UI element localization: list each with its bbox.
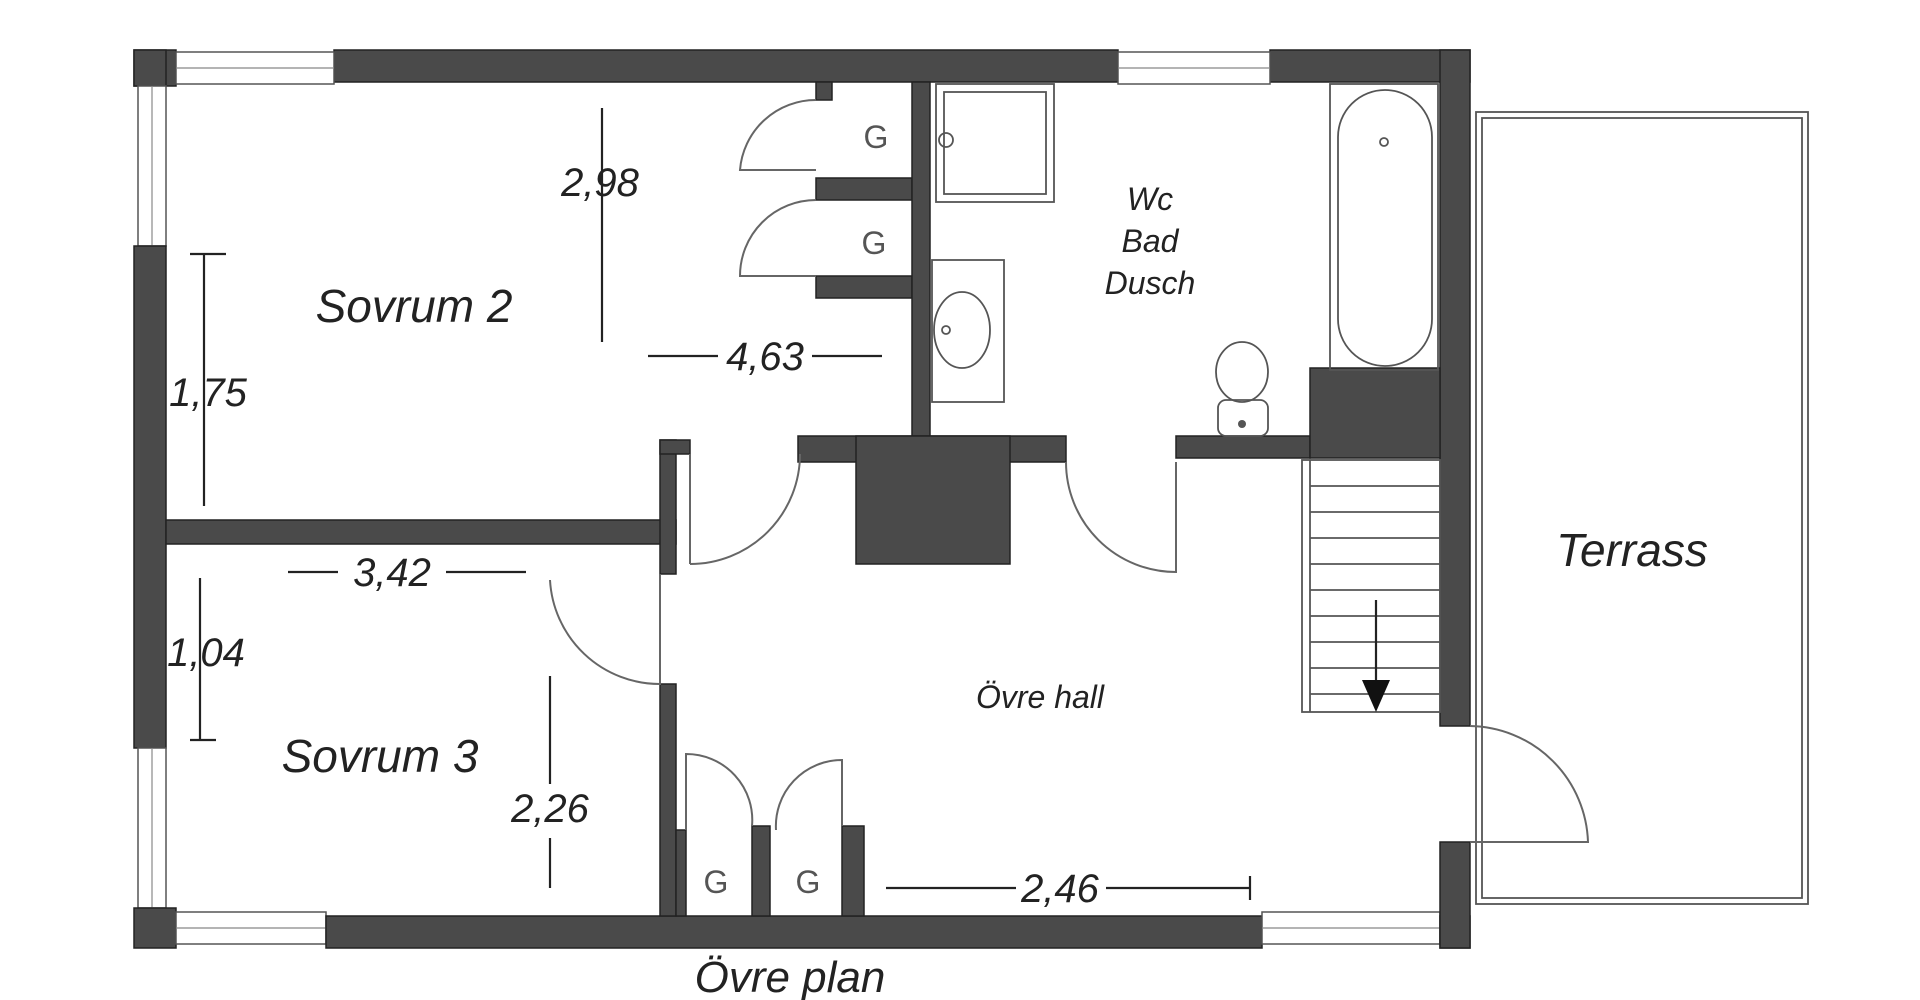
room-label-wc: Wc: [1127, 181, 1173, 217]
dimension-label-2-26: 2,26: [510, 787, 590, 831]
doors: [549, 98, 1590, 843]
dimension-label-4-63: 4,63: [726, 335, 804, 379]
dimension-label-3-42: 3,42: [353, 551, 431, 595]
dimension-label-1-75: 1,75: [169, 371, 248, 415]
dimension-label-2-46: 2,46: [1020, 867, 1100, 911]
room-label-sovrum-2: Sovrum 2: [316, 280, 513, 332]
sink: [931, 259, 1005, 403]
room-label-sovrum-3: Sovrum 3: [282, 730, 479, 782]
staircase: [1301, 459, 1441, 713]
stair-direction-arrow: [1362, 680, 1390, 712]
room-label-ovre-hall: Övre hall: [976, 679, 1105, 715]
exterior-walls: [133, 49, 1471, 949]
dimension-lines: [190, 108, 1252, 900]
shower: [935, 83, 1055, 203]
dimension-label-1-04: 1,04: [167, 631, 245, 675]
room-label-dusch: Dusch: [1105, 265, 1196, 301]
closet-label-3: G: [704, 864, 729, 900]
toilet: [1215, 341, 1269, 437]
room-label-bad: Bad: [1122, 223, 1180, 259]
dimension-label-2-98: 2,98: [560, 161, 640, 205]
interior-walls: [165, 81, 1441, 917]
plan-title: Övre plan: [695, 953, 886, 1000]
bathtub: [1329, 83, 1439, 371]
closet-label-2: G: [862, 225, 887, 261]
bathroom-fixtures: [931, 83, 1439, 437]
room-label-terrass: Terrass: [1556, 524, 1708, 576]
closet-label-4: G: [796, 864, 821, 900]
terrace-outline: [1475, 111, 1809, 905]
closet-label-1: G: [864, 119, 889, 155]
